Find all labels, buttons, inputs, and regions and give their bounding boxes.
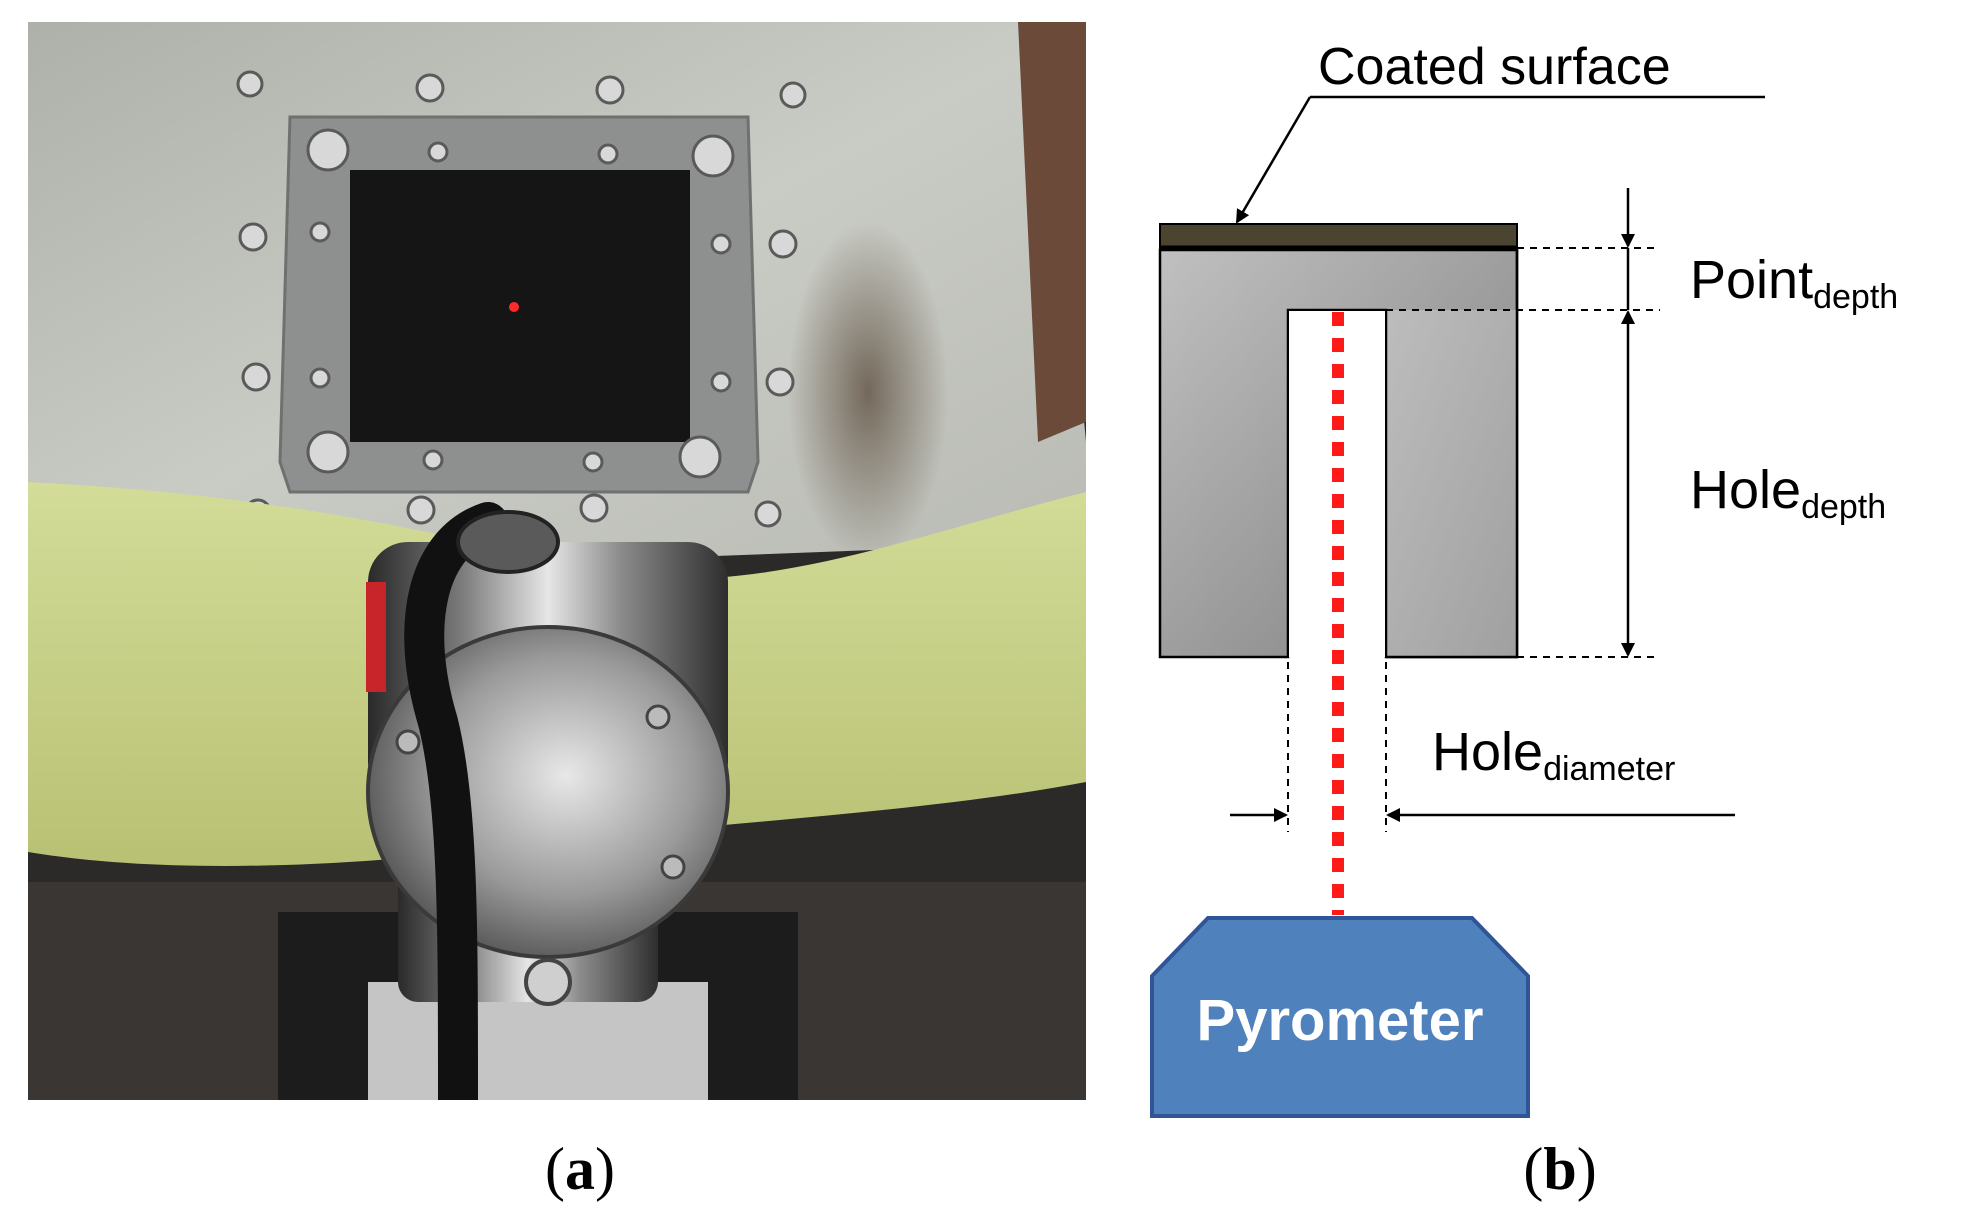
caption-b-letter: b: [1543, 1136, 1577, 1202]
experimental-setup-photo: [28, 22, 1086, 1120]
face-screws: [395, 704, 686, 880]
bolts: [236, 70, 807, 528]
mount-bolt: [524, 958, 572, 1006]
caption-a-open: (: [545, 1136, 565, 1202]
schematic-diagram: Coated surface Pointdepth Holedepth Hole…: [1150, 38, 1898, 1118]
coated-surface-label: Coated surface: [1318, 38, 1671, 96]
caption-b-open: (: [1523, 1136, 1544, 1202]
point-depth-label-sub: depth: [1813, 278, 1898, 316]
rusty-edge: [1018, 22, 1086, 442]
hole-depth-label: Holedepth: [1690, 460, 1886, 526]
substrate-right: [1386, 310, 1517, 657]
point-depth-label: Pointdepth: [1690, 250, 1898, 316]
caption-a-letter: a: [565, 1136, 595, 1202]
caption-a: (a): [510, 1135, 650, 1204]
soot-mark: [788, 222, 948, 562]
hole-diameter-label-sub: diameter: [1543, 750, 1675, 788]
caption-a-close: ): [595, 1136, 615, 1202]
red-label: [366, 582, 386, 692]
laser-spot: [509, 302, 519, 312]
hole-diameter-label-main: Hole: [1432, 722, 1543, 782]
pyrometer-label: Pyrometer: [1197, 988, 1484, 1053]
hole-diameter-label: Holediameter: [1432, 722, 1675, 788]
coated-surface-arrow: [1235, 96, 1312, 224]
pyrometer-cable: [404, 502, 508, 1120]
point-depth-label-main: Point: [1690, 250, 1813, 310]
caption-b-close: ): [1576, 1136, 1597, 1202]
pyrometer-box: [1150, 916, 1530, 1118]
coated-sample: [350, 170, 690, 442]
hole-depth-label-main: Hole: [1690, 460, 1801, 520]
photo-panel: [28, 22, 1086, 1120]
caption-b: (b): [1490, 1135, 1630, 1204]
coating-layer: [1159, 223, 1518, 249]
hole-depth-label-sub: depth: [1801, 488, 1886, 526]
extension-lines: [1287, 247, 1660, 832]
cable-gland: [456, 510, 560, 574]
diagram-panel: Coated surface Pointdepth Holedepth Hole…: [1150, 0, 1962, 1140]
